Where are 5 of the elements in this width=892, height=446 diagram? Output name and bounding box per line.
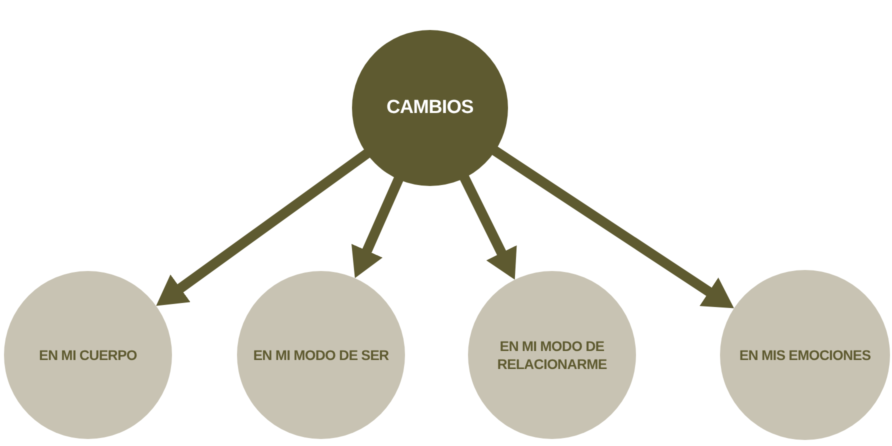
node-label: EN MI CUERPO bbox=[39, 346, 137, 364]
node-label: EN MI MODO DE SER bbox=[253, 346, 389, 364]
node-label: CAMBIOS bbox=[386, 96, 474, 120]
node-label: EN MI MODO DE RELACIONARME bbox=[496, 336, 608, 374]
node-label: EN MIS EMOCIONES bbox=[739, 346, 871, 364]
